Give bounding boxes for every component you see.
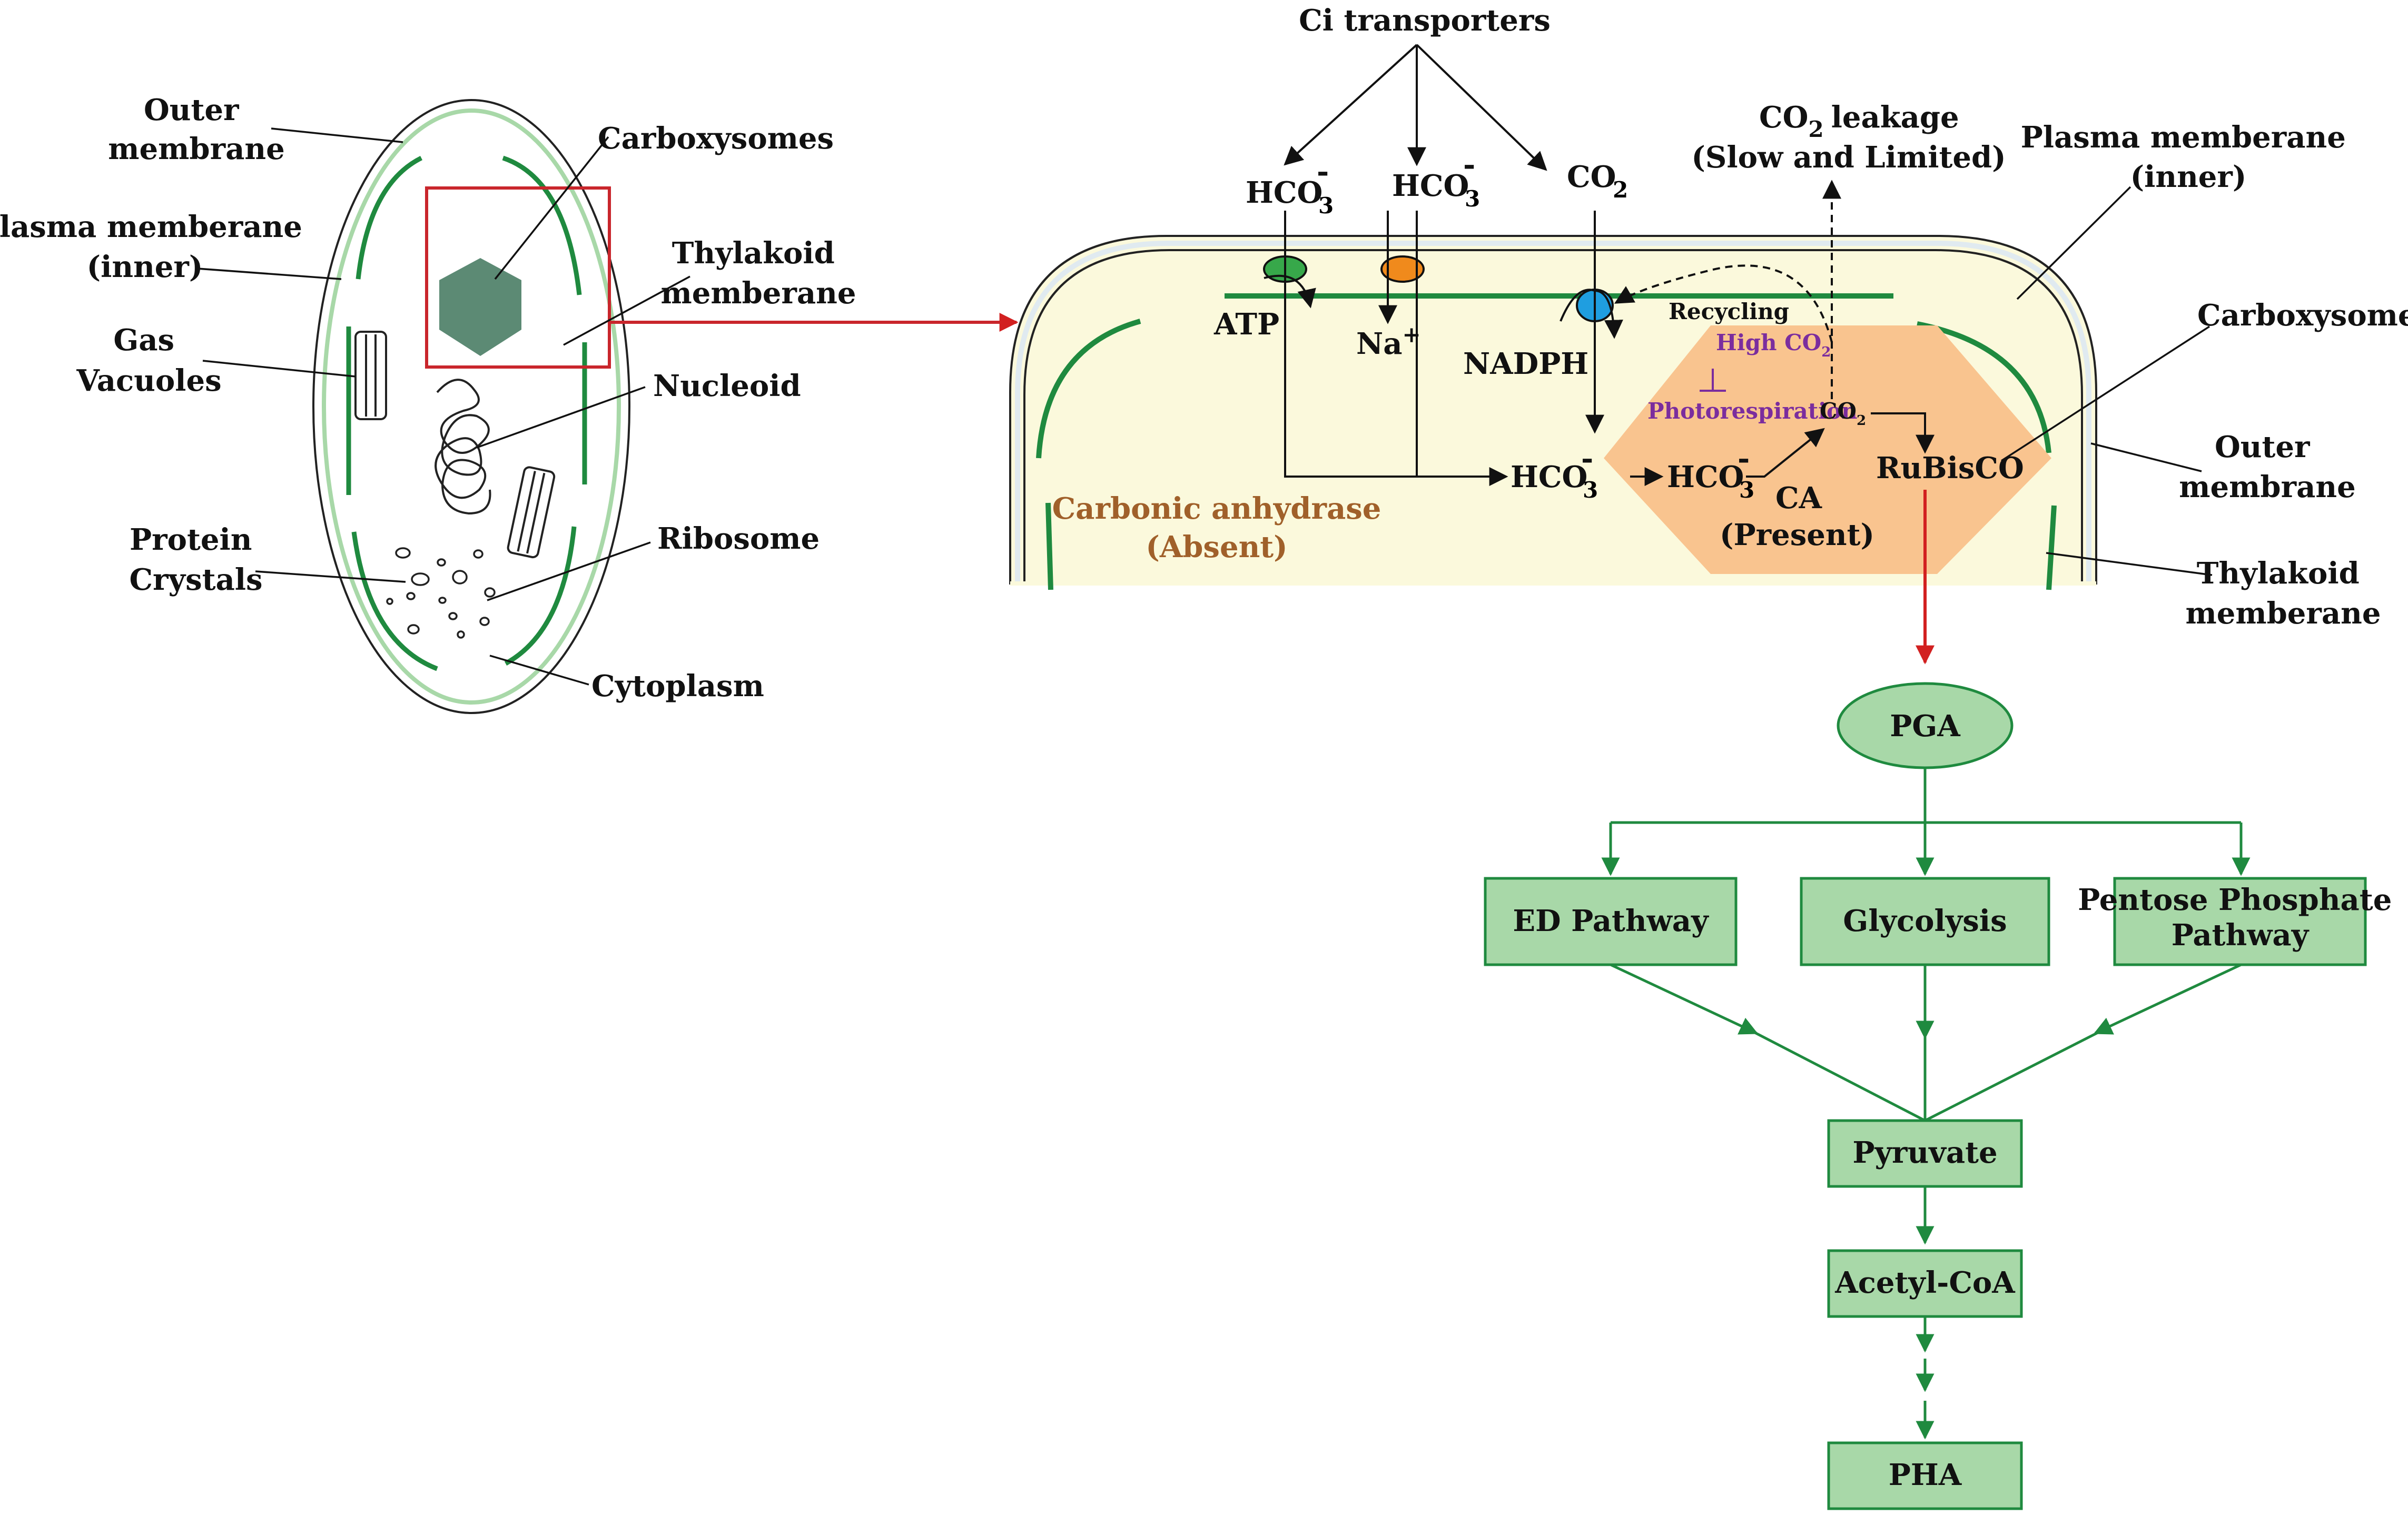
gas-vacuole-shape [354,331,556,559]
label-recycling: Recycling [1669,299,1789,324]
sub-3: 3 [1739,477,1754,503]
label-protein-crystals: Protein Crystals [129,522,262,597]
pathway-arrows [1601,768,2251,1440]
label-slow-limited: (Slow and Limited) [1691,140,2006,175]
label-absent: (Absent) [1146,530,1287,565]
label-ci-transporters: Ci transporters [1299,3,1551,38]
label-gas-vacuoles: Gas Vacuoles [76,323,221,398]
cell-leader-lines [197,127,690,686]
label-plasma-membrane: Plasma memberane (inner) [0,210,312,284]
label-na: Na+ [1356,322,1421,361]
box-ed-pathway-label: ED Pathway [1513,904,1709,938]
transporter-na-hco3[interactable] [1380,255,1425,283]
label-co2-inside: CO2 [1820,398,1866,429]
label-nadph: NADPH [1463,346,1588,381]
label-carbonic-anhydrase: Carbonic anhydrase [1052,491,1381,526]
sup-minus: - [1463,147,1475,182]
box-pentose-phosphate [2113,877,2367,966]
box-acetyl-coa [1827,1249,2023,1318]
label-photorespiration: Photorespiration [1647,398,1858,424]
zoomed-cell: Ci transporters HCO 3 - HCO 3 - CO 2 CO2… [1009,3,2408,665]
box-pyruvate-label: Pyruvate [1852,1135,1997,1170]
carboxysome-shape [439,258,521,356]
sup-minus: - [1738,441,1750,476]
node-pga-label: PGA [1890,709,1961,744]
label-hco3-1: HCO [1246,175,1323,210]
label-high-co2: High CO2 [1716,330,1831,360]
zoom-carboxysome [1604,325,2051,574]
sup-minus: - [1581,441,1593,476]
label-ca: CA [1775,481,1823,516]
outer-membrane-shape [312,99,630,714]
box-pha [1827,1441,2023,1510]
label-outer-membrane: Outer membrane [108,93,284,166]
label-hco3-carboxysome: HCO [1667,460,1744,494]
zoom-thylakoid [1036,293,2057,590]
label-hco3-cytoplasm: HCO [1511,460,1587,494]
box-acetyl-coa-label: Acetyl-CoA [1834,1265,2016,1300]
sub-2: 2 [1613,177,1628,203]
label-zoom-plasma-membrane: Plasma memberane (inner) [2021,120,2356,194]
label-zoom-carboxysomes: Carboxysomes [2197,298,2408,333]
label-hco3-2: HCO [1392,169,1469,203]
box-pha-label: PHA [1889,1458,1962,1492]
label-nucleoid: Nucleoid [653,369,801,403]
label-ribosome: Ribosome [657,521,820,556]
zoom-frame [425,186,611,369]
nucleoid-shape [435,379,491,515]
label-zoom-outer-membrane: Outer membrane [2179,430,2355,504]
label-rubisco: RuBisCO [1876,451,2024,486]
label-atp: ATP [1213,307,1279,342]
plasma-membrane-shape [322,108,621,705]
zoom-plasma-fill [1015,241,2091,585]
cell-overview: Outer membrane Carboxysomes Plasma membe… [0,93,856,714]
box-ed-pathway [1484,877,1738,966]
sup-minus: - [1317,154,1329,189]
box-pentose-phosphate-label: Pentose Phosphate Pathway [2078,883,2402,953]
protein-crystals-shape [386,547,496,639]
box-glycolysis [1800,877,2050,966]
sub-3: 3 [1583,477,1598,503]
sub-3: 3 [1465,186,1480,212]
zoom-leader-lines [2001,186,2213,576]
label-co2-in: CO [1567,160,1616,194]
box-pyruvate [1827,1119,2023,1188]
thylakoid-shape [346,155,587,671]
label-thylakoid-membrane: Thylakoid memberane [660,236,856,311]
zoom-arrows [1264,44,1935,665]
label-cytoplasm: Cytoplasm [591,669,764,704]
box-glycolysis-label: Glycolysis [1843,904,2007,938]
zoom-plasma-membrane [1023,249,2083,585]
metabolic-pathway: PGA ED Pathway Glycolysis Pentose Phosph… [1484,682,2402,1510]
label-carboxysomes: Carboxysomes [598,121,834,156]
label-zoom-thylakoid: Thylakoid memberane [2185,556,2381,631]
label-present: (Present) [1720,518,1874,552]
sub-3: 3 [1318,193,1334,219]
